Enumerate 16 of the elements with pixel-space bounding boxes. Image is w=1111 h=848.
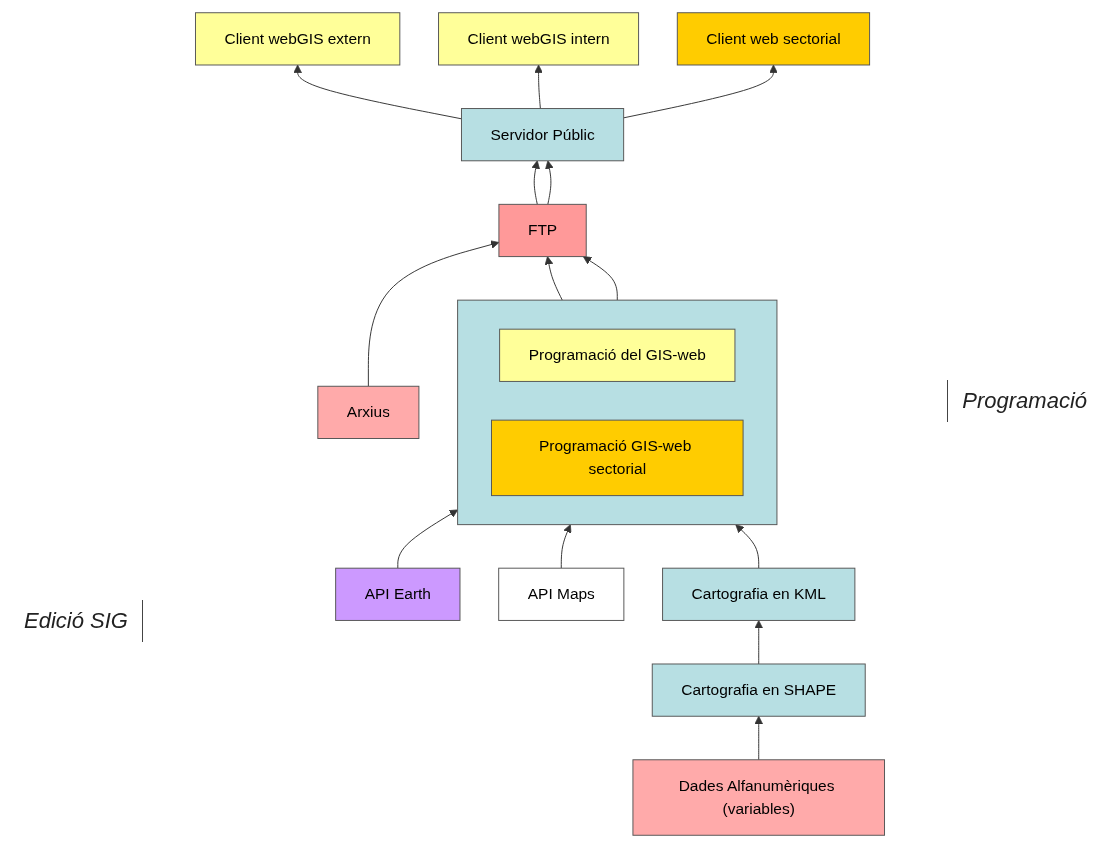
node-box: Programació del GIS-web bbox=[499, 328, 736, 382]
node-box: FTP bbox=[498, 203, 587, 258]
node-box: Cartografia en SHAPE bbox=[651, 663, 866, 717]
node-box: Client web sectorial bbox=[676, 12, 871, 66]
node-box: Arxius bbox=[317, 385, 420, 439]
node-box: Programació GIS-web sectorial bbox=[491, 419, 744, 497]
section-label: Programació bbox=[947, 380, 1101, 422]
node-box: API Maps bbox=[498, 567, 625, 621]
cluster bbox=[457, 299, 778, 526]
node-box: API Earth bbox=[335, 567, 461, 621]
node-box: Servidor Públic bbox=[461, 108, 625, 162]
section-label: Edició SIG bbox=[10, 600, 143, 642]
node-box: Dades Alfanumèriques (variables) bbox=[632, 759, 885, 836]
node-box: Client webGIS intern bbox=[438, 12, 640, 66]
node-box: Cartografia en KML bbox=[662, 567, 856, 621]
node-box: Client webGIS extern bbox=[195, 12, 401, 66]
